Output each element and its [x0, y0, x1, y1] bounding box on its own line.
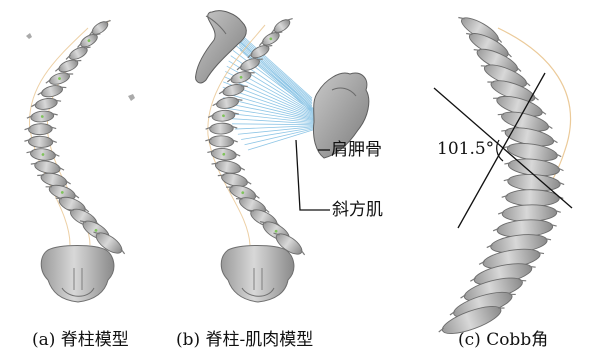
vertebra: [36, 83, 67, 100]
sacrum-b: [221, 246, 294, 303]
scapula-label: 肩胛骨: [331, 140, 382, 160]
vertebra: [207, 147, 241, 162]
scapula-left: [196, 11, 247, 83]
muscle-fiber: [226, 108, 316, 122]
vertebra: [212, 95, 244, 111]
trapezius-label: 斜方肌: [332, 200, 383, 220]
cobb-angle-value: 101.5°: [437, 139, 494, 159]
muscle-fiber: [245, 128, 316, 145]
vertebra-stack-a: [24, 17, 128, 259]
vertebra: [26, 110, 58, 124]
caption-c: (c) Cobb角: [458, 330, 548, 350]
muscle-fiber: [241, 127, 316, 139]
caption-a: (a) 脊柱模型: [32, 330, 129, 350]
vertebra: [44, 69, 74, 88]
muscle-fiber: [238, 39, 312, 104]
muscle-fiber: [227, 113, 316, 123]
spine-model-a: [24, 17, 135, 302]
vertebra: [205, 123, 237, 135]
cobb-angle-panel-c: [434, 11, 572, 340]
muscle-fiber: [232, 124, 316, 125]
vertebra: [24, 136, 57, 148]
vertebra: [208, 109, 240, 123]
caption-b: (b) 脊柱-肌肉模型: [176, 330, 313, 350]
vertebra: [30, 96, 62, 112]
sacrum-a: [41, 246, 114, 303]
